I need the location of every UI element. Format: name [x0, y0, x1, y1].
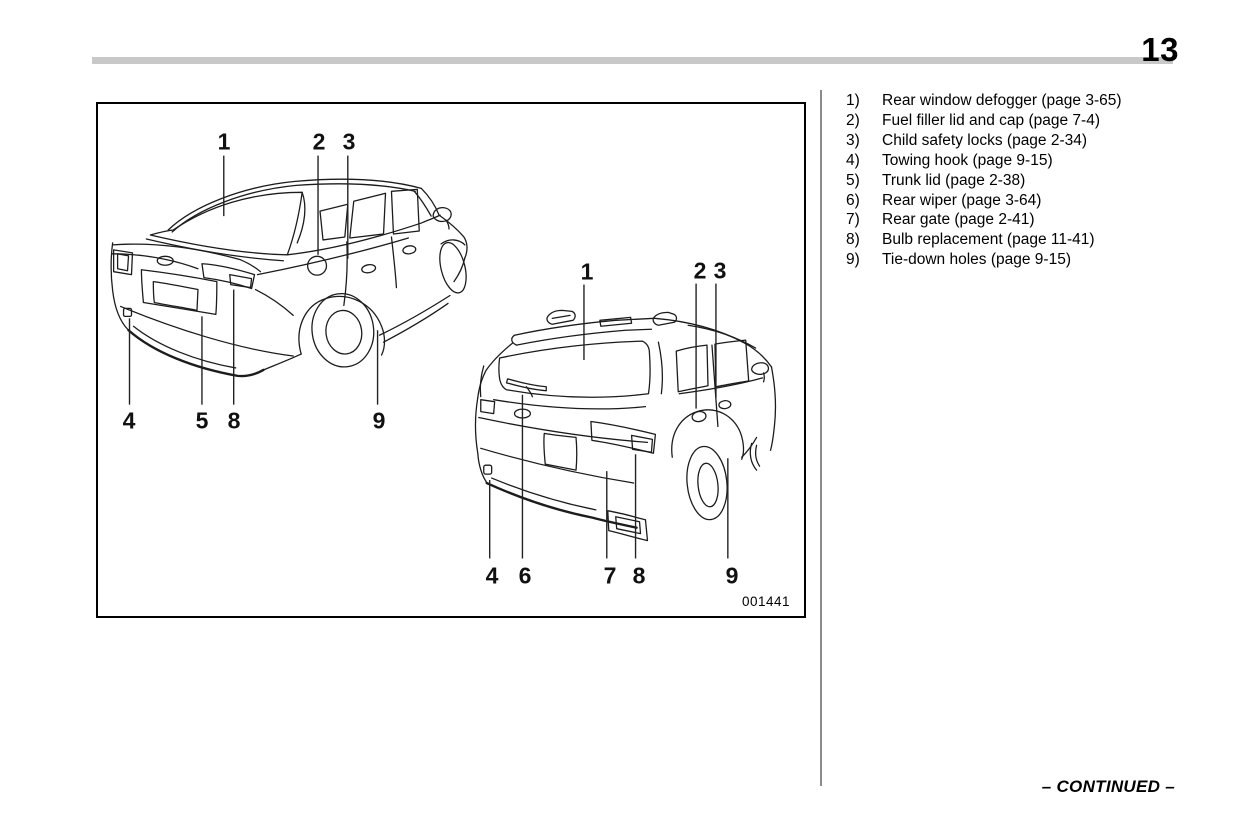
legend-item: 3) Child safety locks (page 2-34) — [846, 131, 1226, 151]
legend-item: 2) Fuel filler lid and cap (page 7-4) — [846, 111, 1226, 131]
legend-item-text: Rear window defogger (page 3-65) — [882, 92, 1122, 109]
sedan-callout-2: 2 — [312, 128, 326, 155]
legend-item-text: Towing hook (page 9-15) — [882, 151, 1053, 169]
legend-item-text: Tie-down holes (page 9-15) — [882, 251, 1071, 269]
rear-views-illustration — [110, 155, 777, 559]
legend-item-number: 8) — [846, 231, 860, 249]
legend-item-number: 2) — [846, 111, 860, 129]
sedan-callout-8: 8 — [227, 407, 241, 434]
wagon-callout-9: 9 — [725, 562, 739, 589]
sedan-callout-5: 5 — [195, 407, 209, 434]
legend-item-text: Bulb replacement (page 11-41) — [882, 231, 1095, 249]
legend-item: 7) Rear gate (page 2-41) — [846, 210, 1226, 230]
wagon-callout-1: 1 — [580, 258, 594, 285]
legend-item: 4) Towing hook (page 9-15) — [846, 151, 1226, 171]
sedan-illustration — [110, 178, 468, 378]
legend-item-text: Child safety locks (page 2-34) — [882, 131, 1088, 149]
legend-item-number: 6) — [846, 191, 860, 209]
wagon-callout-6: 6 — [518, 562, 532, 589]
legend-item: 9) Tie-down holes (page 9-15) — [846, 250, 1226, 270]
wagon-callout-8: 8 — [632, 562, 646, 589]
legend-item-text: Trunk lid (page 2-38) — [882, 171, 1026, 189]
figure-code: 001441 — [741, 594, 790, 609]
header-rule — [92, 57, 1173, 64]
legend-item-number: 9) — [846, 251, 860, 269]
wagon-illustration — [474, 309, 777, 542]
sedan-callout-lines — [128, 155, 379, 405]
sedan-callout-9: 9 — [372, 407, 386, 434]
sedan-callout-4: 4 — [122, 407, 136, 434]
page-number: 13 — [1141, 31, 1179, 68]
wagon-callout-4: 4 — [485, 562, 499, 589]
column-divider — [820, 90, 822, 786]
sedan-callout-3: 3 — [342, 128, 356, 155]
figure-box: 1 2 3 4 5 8 9 1 2 3 4 6 7 8 9 001441 — [96, 102, 806, 618]
wagon-callout-3: 3 — [713, 257, 727, 284]
legend-item-number: 7) — [846, 211, 860, 229]
wagon-callout-lines — [489, 283, 729, 559]
legend-item-text: Rear gate (page 2-41) — [882, 211, 1035, 229]
legend-item-number: 5) — [846, 171, 860, 189]
legend-item-text: Fuel filler lid and cap (page 7-4) — [882, 111, 1100, 129]
legend-item: 8) Bulb replacement (page 11-41) — [846, 230, 1226, 250]
legend-item-number: 3) — [846, 131, 860, 149]
legend-item: 5) Trunk lid (page 2-38) — [846, 171, 1226, 191]
legend-item-number: 4) — [846, 151, 860, 169]
wagon-callout-7: 7 — [603, 562, 617, 589]
wagon-callout-2: 2 — [693, 257, 707, 284]
sedan-callout-1: 1 — [217, 128, 231, 155]
continued-marker: – CONTINUED – — [1041, 777, 1175, 796]
legend-item-number: 1) — [846, 92, 860, 109]
legend-item: 1) Rear window defogger (page 3-65) — [846, 91, 1226, 111]
legend-item: 6) Rear wiper (page 3-64) — [846, 191, 1226, 211]
legend-item-text: Rear wiper (page 3-64) — [882, 191, 1042, 209]
parts-legend: 1) Rear window defogger (page 3-65) 2) Fue… — [846, 91, 1226, 270]
